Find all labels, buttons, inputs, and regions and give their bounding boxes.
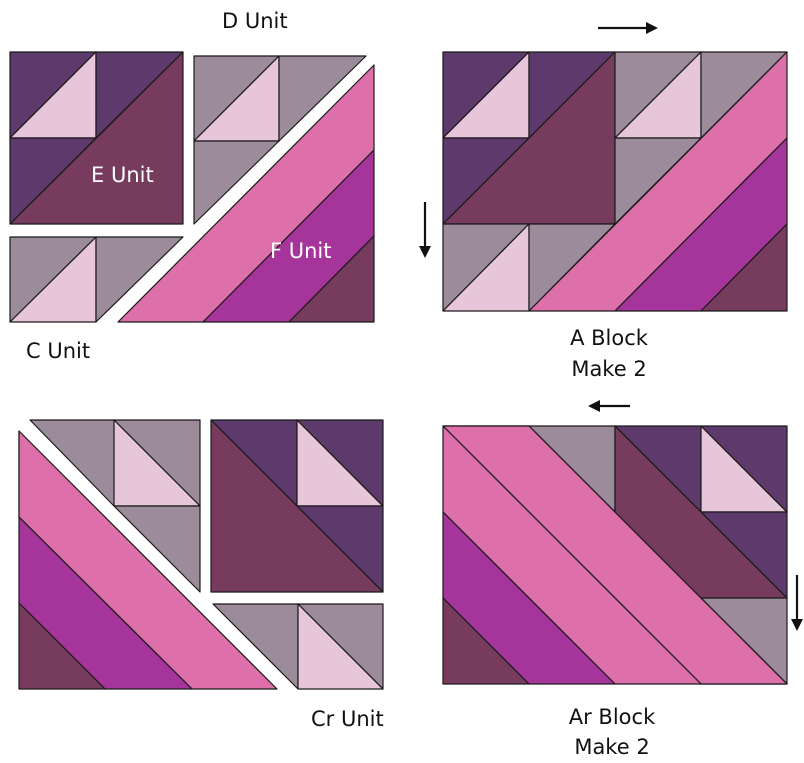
ar-block-title: Ar Block [568, 705, 656, 729]
e-unit [9, 51, 184, 225]
a-block-title: A Block [570, 326, 648, 350]
a-block [442, 51, 788, 312]
c-unit [9, 236, 184, 323]
top-left-unit-group [9, 51, 375, 323]
arrow-right-top [598, 22, 658, 34]
e-unit-label: E Unit [91, 163, 154, 187]
a-block-quantity: Make 2 [571, 357, 647, 381]
f-unit-label: F Unit [270, 239, 332, 263]
bottom-left-unit-group [18, 419, 384, 690]
d-unit [193, 55, 367, 225]
f-unit [117, 64, 375, 323]
arrow-left-mid [588, 400, 630, 412]
d-unit-label: D Unit [222, 9, 288, 33]
cr-unit [212, 603, 384, 690]
arrow-down-right [791, 575, 803, 631]
er-unit [210, 419, 384, 593]
ar-block [442, 425, 788, 685]
ar-block-quantity: Make 2 [574, 735, 650, 759]
c-unit-label: C Unit [26, 339, 91, 363]
dr-unit [29, 419, 201, 593]
fr-unit [18, 430, 278, 690]
arrow-down-left [419, 202, 431, 258]
cr-unit-label: Cr Unit [311, 707, 384, 731]
